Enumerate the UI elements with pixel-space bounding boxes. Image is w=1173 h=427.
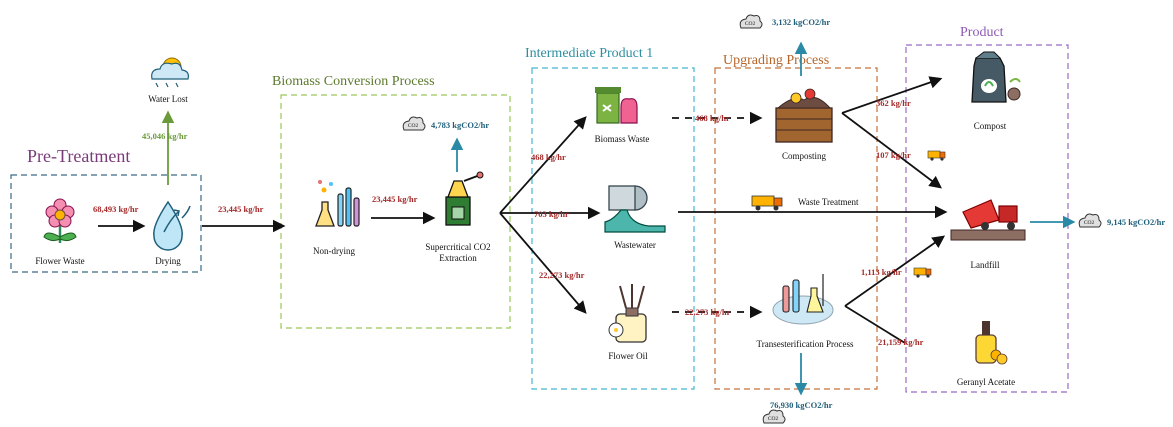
flow-label: 68,493 kg/hr xyxy=(93,204,139,214)
co2-cloud-icon: CO2 xyxy=(762,409,786,424)
pretreatment-title: Pre-Treatment xyxy=(27,146,130,166)
truck-icon xyxy=(751,195,783,211)
emission-labels: 4,783 kgCO2/hr 3,132 kgCO2/hr 76,930 kgC… xyxy=(431,17,1165,410)
compost-bag-icon xyxy=(971,51,1021,103)
emission-label: 9,145 kgCO2/hr xyxy=(1107,217,1165,227)
waste-treatment-label: Waste Treatment xyxy=(798,197,859,207)
flower-waste-label: Flower Waste xyxy=(35,256,84,266)
geranyl-acetate-label: Geranyl Acetate xyxy=(957,377,1015,387)
compost-label: Compost xyxy=(974,121,1007,131)
flow-arrows xyxy=(98,76,948,344)
flow-label: 703 kg/hr xyxy=(534,209,569,219)
waste-bin-icon xyxy=(595,87,638,124)
flow-label: 468 kg/hr xyxy=(695,113,730,123)
drying-drop-icon xyxy=(153,200,191,251)
product-title: Product xyxy=(960,25,1004,40)
emission-label: 3,132 kgCO2/hr xyxy=(772,17,830,27)
flow-label: 1,113 kg/hr xyxy=(861,267,902,277)
emission-arrows xyxy=(450,41,1076,396)
co2-cloud-icon: CO2 xyxy=(402,116,426,131)
flow-label: 21,159 kg/hr xyxy=(878,337,924,347)
extraction-label-line1: Supercritical CO2 xyxy=(425,242,490,252)
wastewater-pipe-icon xyxy=(604,185,666,233)
sun-cloud-icon xyxy=(151,57,189,88)
flow-label: 107 kg/hr xyxy=(876,150,911,160)
extraction-machine-icon xyxy=(445,171,484,226)
biomass-title: Biomass Conversion Process xyxy=(272,74,435,89)
essential-oil-bottle-icon xyxy=(975,321,1008,365)
flower-icon xyxy=(43,198,77,243)
composting-label: Composting xyxy=(782,151,827,161)
truck-icon xyxy=(927,150,946,161)
svg-text:CO2: CO2 xyxy=(1084,220,1095,226)
emission-label: 4,783 kgCO2/hr xyxy=(431,120,489,130)
flow-label: 362 kg/hr xyxy=(876,98,911,108)
node-labels: Flower Waste Drying Water Lost Non-dryin… xyxy=(35,94,1015,387)
lab-flask-icon xyxy=(315,180,360,227)
flow-label: 468 kg/hr xyxy=(531,152,566,162)
water-lost-label: Water Lost xyxy=(148,94,188,104)
transesterification-icon xyxy=(772,274,834,325)
co2-cloud-icon: CO2 xyxy=(739,14,763,29)
landfill-label: Landfill xyxy=(971,260,1000,270)
flow-label-water-lost: 45,046 kg/hr xyxy=(142,131,188,141)
oil-diffuser-icon xyxy=(608,284,647,343)
svg-text:CO2: CO2 xyxy=(408,123,419,129)
wastewater-label: Wastewater xyxy=(614,240,656,250)
svg-text:CO2: CO2 xyxy=(745,21,756,27)
flow-label: 22,273 kg/hr xyxy=(685,307,731,317)
co2-cloud-icon: CO2 xyxy=(1078,213,1102,228)
non-drying-label: Non-drying xyxy=(313,246,355,256)
landfill-truck-icon xyxy=(950,199,1026,241)
flow-label: 23,445 kg/hr xyxy=(218,204,264,214)
transesterification-label: Transesterification Process xyxy=(757,339,854,349)
intermediate-box xyxy=(531,67,695,390)
truck-icon xyxy=(913,267,932,278)
flow-label: 22,273 kg/hr xyxy=(539,270,585,280)
flow-labels: 68,493 kg/hr 23,445 kg/hr 23,445 kg/hr 4… xyxy=(93,98,924,347)
biomass-waste-label: Biomass Waste xyxy=(595,134,650,144)
pretreatment-box xyxy=(10,174,202,273)
emission-label: 76,930 kgCO2/hr xyxy=(770,400,833,410)
intermediate-title: Intermediate Product 1 xyxy=(525,46,653,61)
drying-label: Drying xyxy=(155,256,181,266)
biomass-box xyxy=(280,94,511,329)
upgrading-title: Upgrading Process xyxy=(723,53,829,68)
compost-bin-icon xyxy=(775,88,833,143)
flow-label: 23,445 kg/hr xyxy=(372,194,418,204)
svg-text:CO2: CO2 xyxy=(768,416,779,422)
extraction-label-line2: Extraction xyxy=(439,253,477,263)
flower-oil-label: Flower Oil xyxy=(608,351,648,361)
